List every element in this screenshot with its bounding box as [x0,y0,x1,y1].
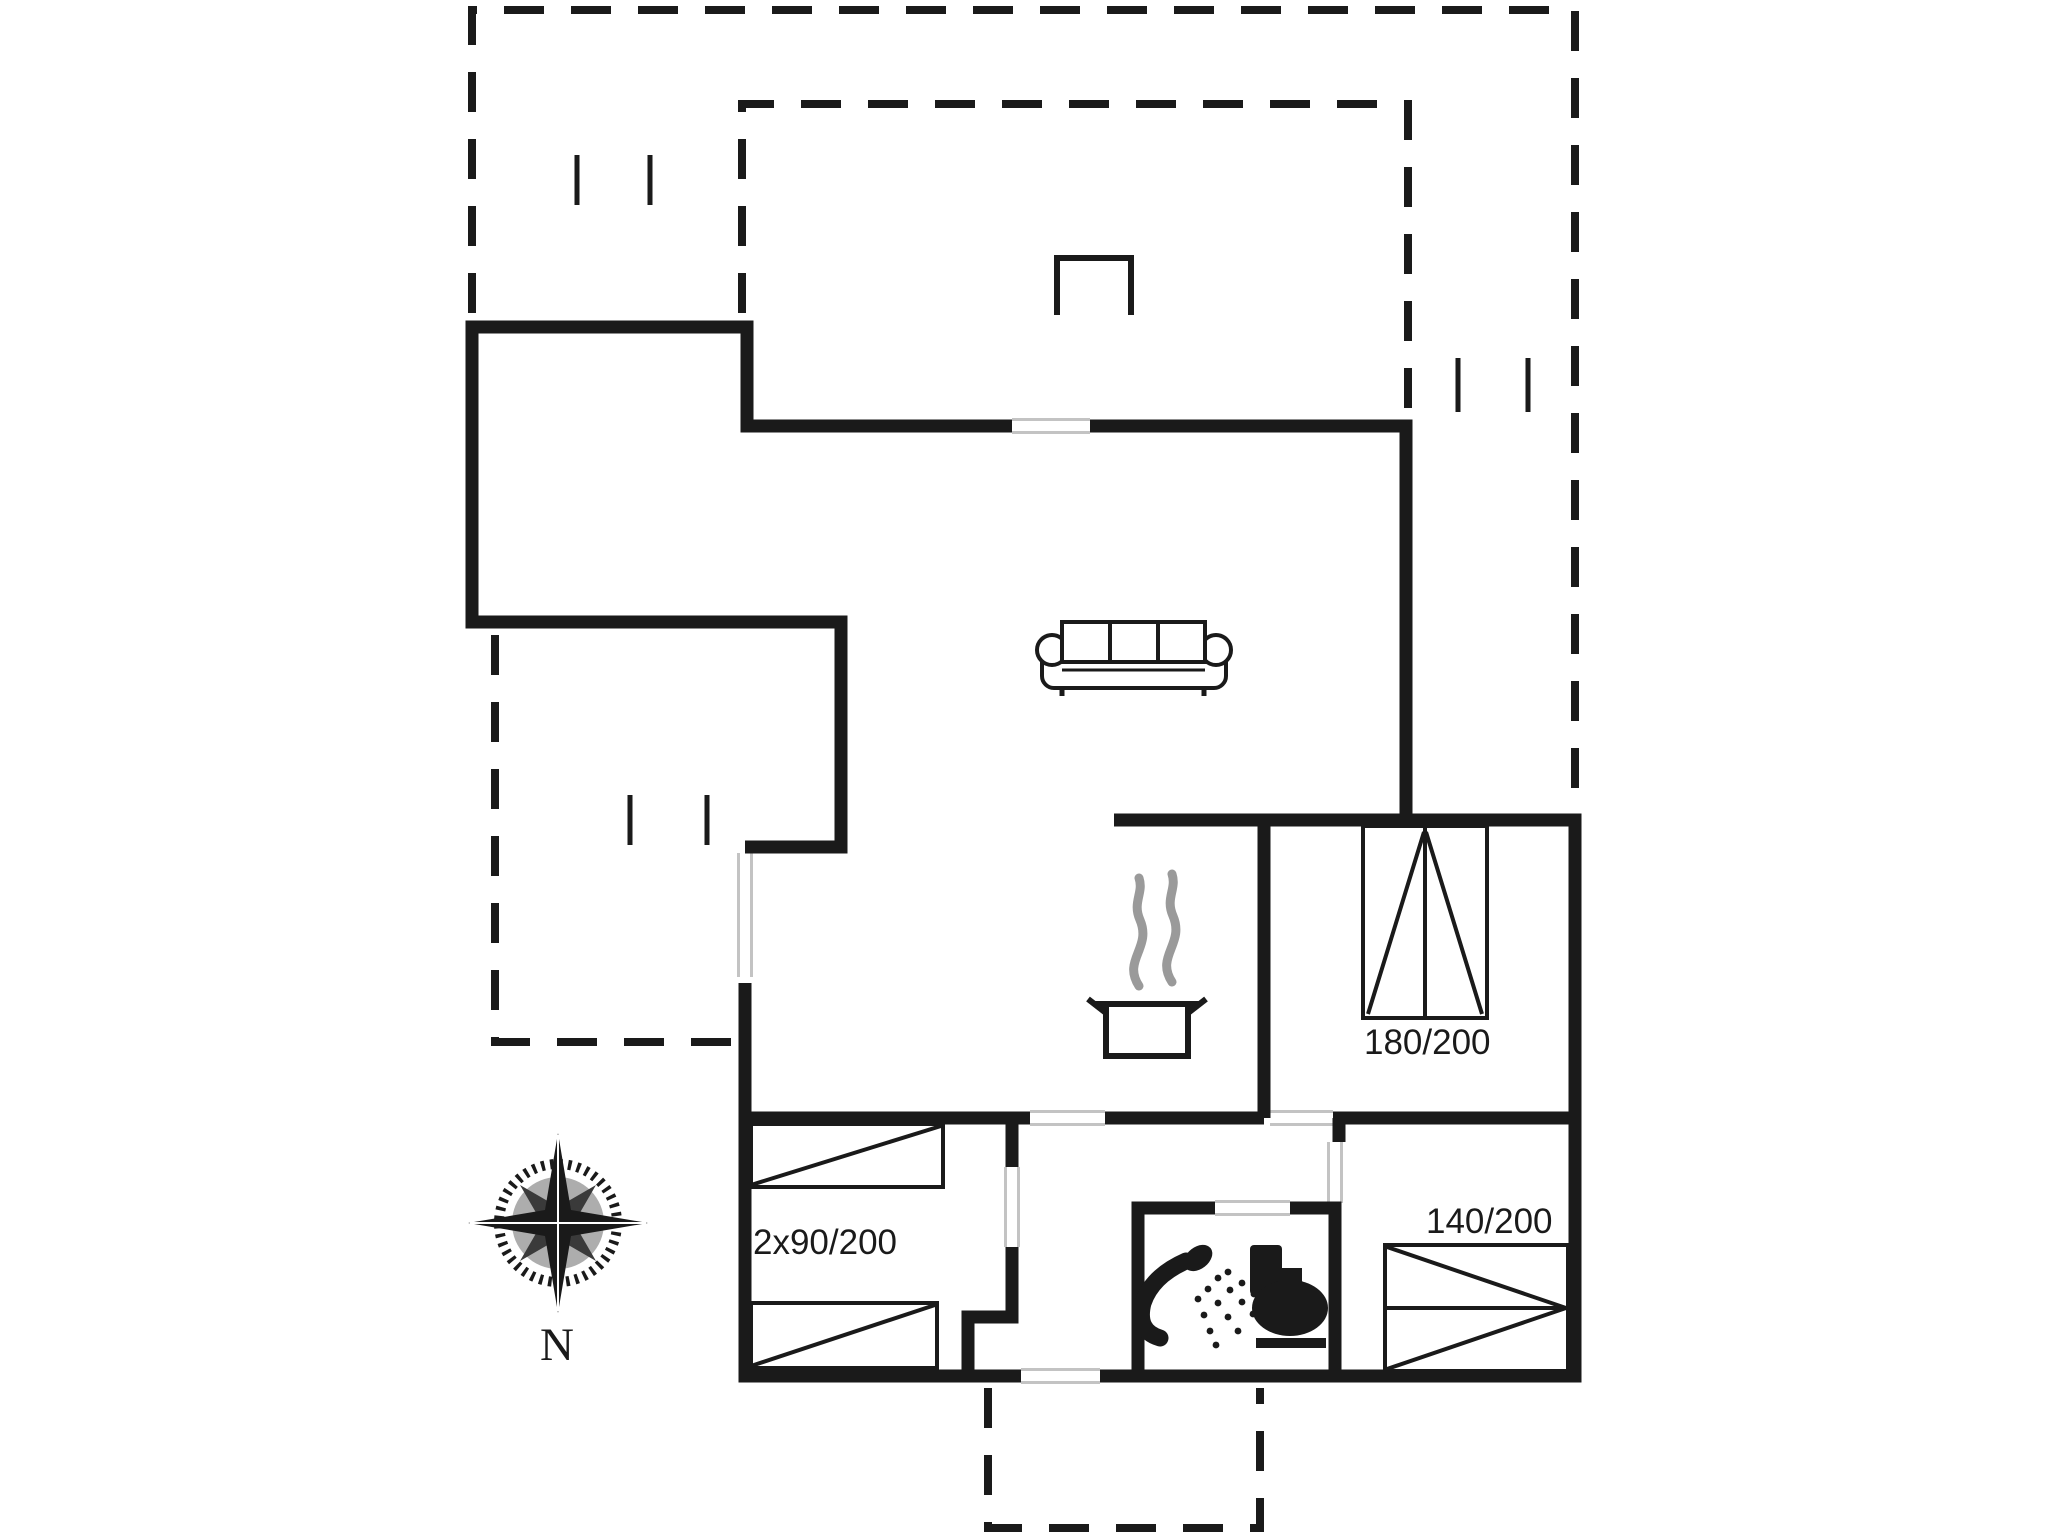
lower-left-terrace-outline [491,635,738,1046]
terrace-door-west-opening [737,853,753,977]
steam-wisp-right [1162,869,1181,987]
exterior-walls [465,320,1582,1383]
upper-terrace-outline [738,100,1412,420]
bed-label-2x90-200: 2x90/200 [753,1223,897,1262]
terrace-step-ticks-icon [574,155,1531,845]
double-bed-diagonals [1366,831,1484,1015]
compass-needle-highlight [470,1135,646,1311]
bed-label-140-200: 140/200 [1426,1202,1553,1241]
step-ticks-right-terrace [1455,358,1531,412]
shower-icon [1132,1244,1269,1349]
sofa-icon [1035,620,1233,696]
interior-walls [745,820,1575,1376]
living-to-hall-opening [1030,1110,1105,1126]
single-bed-bottom [749,1301,939,1370]
entrance-terrace-outline [984,1388,1264,1532]
step-ticks-upper-terrace [574,155,653,205]
toilet-bowl [1252,1280,1328,1336]
toilet-icon [1250,1245,1328,1348]
small-double-bed-diagonals [1386,1245,1567,1371]
door-openings [737,418,1343,1384]
sofa-feet [1059,688,1207,696]
toilet-base [1256,1338,1326,1348]
outer-terrace-outline [468,6,1579,803]
entrance-door-opening [1021,1368,1100,1384]
cooking-pot-icon [1086,869,1208,1059]
single-bed-top [749,1122,945,1189]
sofa-back-dividers [1108,622,1160,662]
sofa-back [1060,620,1207,664]
twin-bedroom-door-opening [1004,1167,1020,1247]
compass-north-label: N [540,1319,574,1371]
walls [465,320,1582,1383]
shower-head [1183,1244,1213,1272]
compass-rose-icon [468,1133,648,1313]
pot-body [1103,1001,1191,1059]
steam-wisp-left [1129,873,1148,991]
pot-handles [1086,996,1208,1016]
terrace-door-north-opening [1012,418,1090,434]
single-bed-bottom-diagonal [750,1303,936,1368]
small-double-bed-icon [1383,1243,1570,1373]
single-bed-icon [749,1122,945,1370]
bedroom-140-door-opening [1327,1142,1343,1203]
step-ticks-left-terrace [627,795,710,845]
double-bed-icon [1361,824,1489,1020]
bed-label-180-200: 180/200 [1364,1023,1491,1062]
terrace-outlines [468,6,1579,1532]
steam-icon [1129,869,1181,991]
bedroom-180-door-opening [1270,1110,1333,1126]
chimney-icon [1054,255,1134,315]
bathroom-door-opening [1215,1200,1290,1216]
shower-hose [1132,1252,1195,1347]
single-bed-top-diagonal [750,1124,942,1187]
